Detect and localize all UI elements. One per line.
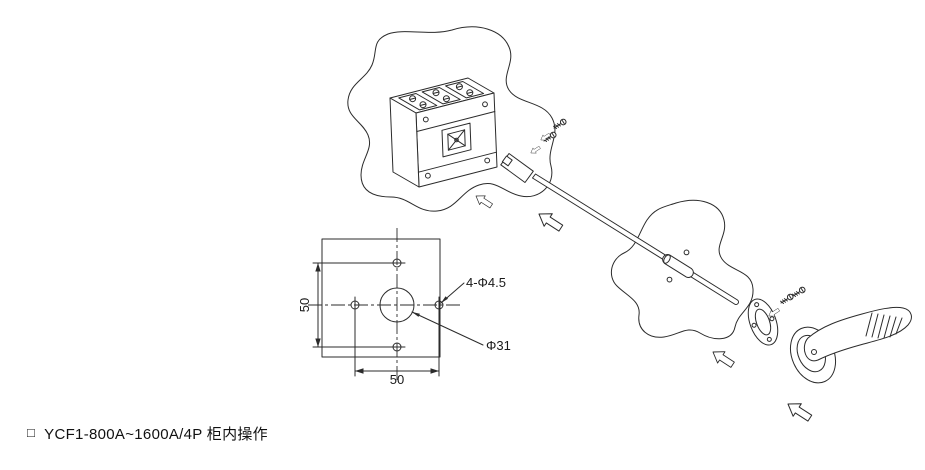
- assembly-arrow-icon: [783, 397, 815, 425]
- screw-icon: [790, 285, 807, 299]
- panel-cutout-outline-breaker: [347, 26, 556, 212]
- handle-lever: [803, 306, 912, 362]
- center-hole-callout: Φ31: [411, 311, 511, 353]
- coupling-screws: [529, 117, 568, 156]
- assembly-arrow-icon: [708, 345, 737, 371]
- hole-callout-label: 4-Φ4.5: [466, 275, 506, 290]
- rotary-handle: [789, 306, 912, 384]
- horizontal-dimension: 50: [354, 310, 440, 387]
- mounting-plate-outline: [321, 238, 441, 358]
- drilling-dimension-drawing: 50 50 4-Φ4.5 Φ31: [297, 228, 511, 387]
- center-hole-circle: [379, 287, 415, 323]
- drive-square: [441, 122, 472, 158]
- dim-height-label: 50: [297, 298, 312, 312]
- caption-text: YCF1-800A~1600A/4P 柜内操作: [44, 426, 268, 443]
- shaft-bushing: [662, 249, 694, 283]
- mounting-flange: [747, 285, 807, 346]
- center-hole-label: Φ31: [486, 338, 511, 353]
- breaker-side-face: [389, 97, 420, 188]
- door-mounting-hole: [666, 276, 673, 283]
- assembly-arrow-icon: [472, 191, 495, 211]
- vertical-dimension: 50: [297, 262, 392, 348]
- terminal-pole: [421, 87, 461, 105]
- terminal-pole: [445, 81, 485, 99]
- terminal-pole: [398, 93, 438, 111]
- dim-width-label: 50: [390, 372, 404, 387]
- caption: □ YCF1-800A~1600A/4P 柜内操作: [27, 423, 268, 444]
- screw-icon: [778, 292, 795, 306]
- handle-grip-ridges: [865, 312, 903, 339]
- caption-bullet-icon: □: [27, 425, 36, 440]
- assembly-arrow-icon: [534, 207, 566, 235]
- panel-cutout-outline-door: [610, 199, 754, 340]
- shaft-coupling: [500, 153, 534, 183]
- door-mounting-hole: [683, 249, 690, 256]
- extension-shaft: [532, 173, 739, 305]
- circuit-breaker-isometric: [389, 77, 498, 188]
- hole-callout: 4-Φ4.5: [440, 275, 506, 304]
- assembly-arrow-icon: [529, 144, 542, 156]
